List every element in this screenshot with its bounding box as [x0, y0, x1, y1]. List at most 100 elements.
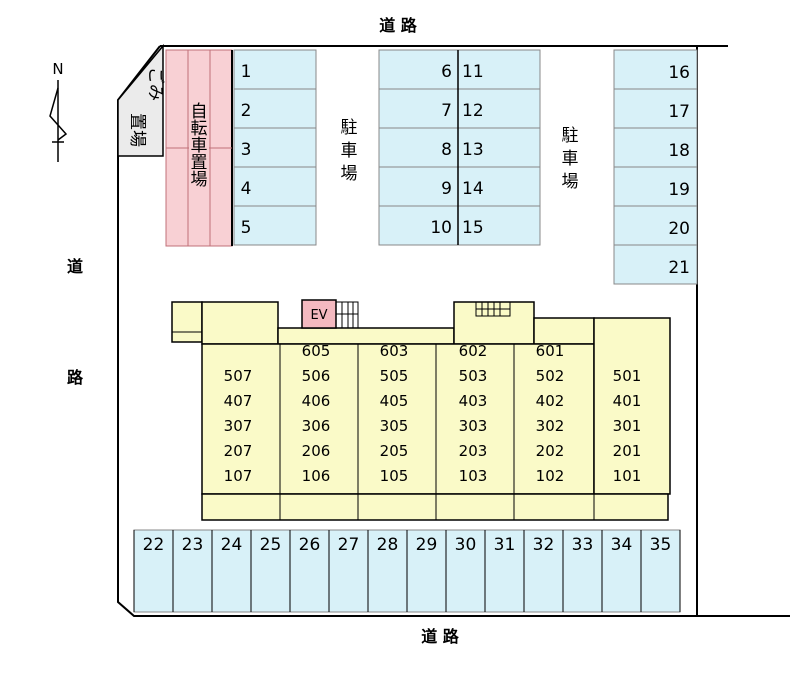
unit-number: 501 [613, 367, 642, 385]
unit-number: 107 [224, 467, 253, 485]
unit-number: 305 [380, 417, 409, 435]
stall-number: 8 [441, 140, 452, 160]
stair-icon [335, 301, 359, 329]
label-char: 車 [341, 141, 358, 161]
unit-number: 207 [224, 442, 253, 460]
label-char: 場 [341, 164, 358, 184]
unit-number: 402 [536, 392, 565, 410]
stall-number: 23 [182, 535, 204, 555]
unit-number: 407 [224, 392, 253, 410]
parking-stall [233, 127, 317, 168]
unit-number: 502 [536, 367, 565, 385]
parking-stall [233, 166, 317, 207]
stall-number: 16 [668, 63, 690, 83]
stall-number-bg [606, 533, 637, 553]
garbage-area: ごみ 置場 [117, 43, 165, 157]
stall-number: 20 [668, 219, 690, 239]
north-label: N [52, 60, 63, 78]
unit-number: 307 [224, 417, 253, 435]
parking-stall [378, 205, 459, 246]
stall-number: 17 [668, 102, 690, 122]
stall-number-bg [138, 533, 169, 553]
stall-number-bg [255, 533, 286, 553]
stall-number: 7 [441, 101, 452, 121]
stall-number: 32 [533, 535, 555, 555]
label-char: 車 [562, 149, 579, 169]
unit-number: 603 [380, 342, 409, 360]
parking-stall [613, 49, 698, 90]
stall-number: 4 [241, 179, 252, 199]
unit-number: 103 [459, 467, 488, 485]
stall-number: 19 [668, 180, 690, 200]
stall-number-bg [645, 533, 676, 553]
stall-number: 13 [462, 140, 484, 160]
stall-number: 35 [650, 535, 672, 555]
unit-number: 206 [302, 442, 331, 460]
parking-stall [457, 88, 541, 129]
garbage-label-2: 置場 [127, 113, 147, 147]
unit-number: 507 [224, 367, 253, 385]
unit-number: 401 [613, 392, 642, 410]
parking-stall [233, 49, 317, 90]
label-char: 場 [562, 172, 579, 192]
road-label-left-top: 道 [67, 257, 83, 276]
unit-number: 406 [302, 392, 331, 410]
unit-number: 101 [613, 467, 642, 485]
stall-number: 12 [462, 101, 484, 121]
unit-number: 503 [459, 367, 488, 385]
stall-number: 2 [241, 101, 252, 121]
stall-number: 9 [441, 179, 452, 199]
unit-number: 505 [380, 367, 409, 385]
stall-number: 27 [338, 535, 360, 555]
unit-number: 301 [613, 417, 642, 435]
unit-number: 202 [536, 442, 565, 460]
label-char: 駐 [562, 126, 579, 146]
label-char: 車 [191, 136, 208, 156]
unit-number: 303 [459, 417, 488, 435]
stall-number: 6 [441, 62, 452, 82]
stall-number: 30 [455, 535, 477, 555]
stall-number-bg [333, 533, 364, 553]
stall-number-bg [177, 533, 208, 553]
stall-number: 15 [462, 218, 484, 238]
stair-icon [475, 301, 511, 317]
road-label-bottom: 道 路 [421, 627, 460, 646]
stall-number: 24 [221, 535, 243, 555]
unit-number: 201 [613, 442, 642, 460]
elevator-label: EV [310, 308, 327, 323]
parking-stall [378, 49, 459, 90]
road-label-left-bottom: 路 [67, 368, 84, 387]
parking-stall [378, 127, 459, 168]
parking-label-2: 駐車場 [562, 126, 579, 192]
unit-number: 506 [302, 367, 331, 385]
label-char: 場 [191, 170, 208, 190]
stall-number: 10 [430, 218, 452, 238]
stall-number: 1 [241, 62, 252, 82]
label-char: 自 [191, 102, 208, 122]
parking-stall [457, 166, 541, 207]
stall-number: 31 [494, 535, 516, 555]
unit-number: 601 [536, 342, 565, 360]
parking-stall [378, 166, 459, 207]
stall-number-bg [411, 533, 442, 553]
parking-stall [233, 205, 317, 246]
unit-number: 405 [380, 392, 409, 410]
parking-stall [457, 49, 541, 90]
unit-number: 605 [302, 342, 331, 360]
elevator [301, 299, 337, 329]
parking-stall [233, 88, 317, 129]
stall-number-bg [216, 533, 247, 553]
unit-number: 203 [459, 442, 488, 460]
stall-number-bg [567, 533, 598, 553]
stall-number-bg [450, 533, 481, 553]
stall-number-bg [489, 533, 520, 553]
label-char: 駐 [341, 118, 358, 138]
stall-number-bg [294, 533, 325, 553]
stall-number: 5 [241, 218, 252, 238]
unit-numbers: 5074073072071076055064063062061066035054… [224, 342, 642, 485]
